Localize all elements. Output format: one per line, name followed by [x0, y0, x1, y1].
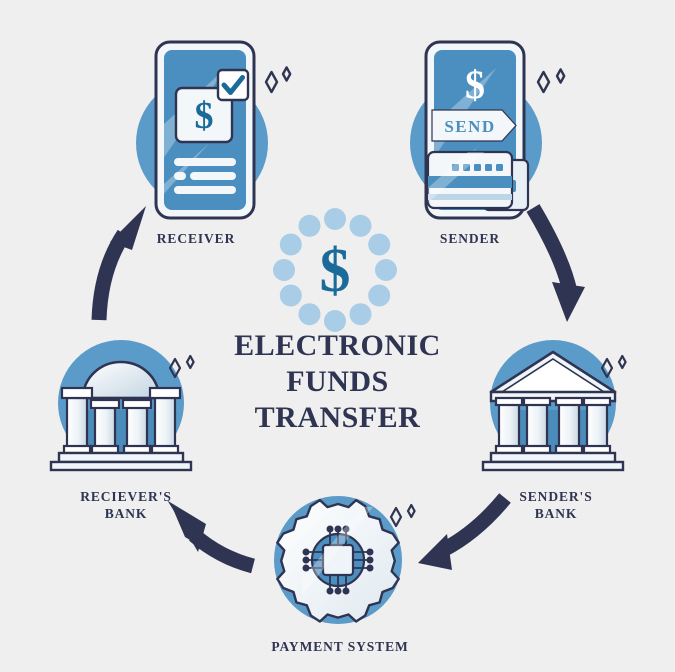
- label-sender: SENDER: [439, 231, 501, 246]
- node-payment-system[interactable]: [258, 495, 418, 635]
- payment-system-sparkle-icon: [389, 503, 416, 528]
- node-senders-bank[interactable]: [470, 340, 645, 485]
- label-senders-bank-line2: BANK: [534, 506, 578, 521]
- label-recievers-bank-line2: BANK: [104, 506, 148, 521]
- node-recievers-bank[interactable]: [38, 340, 213, 485]
- gear-microchip-icon: [276, 498, 400, 623]
- send-button: SEND: [431, 109, 517, 142]
- receiver-dollar-symbol: $: [195, 95, 214, 137]
- label-recievers-bank: RECIEVER'S BANK: [26, 488, 226, 522]
- receiver-text-line-1: [174, 158, 236, 166]
- recievers-bank-sparkle-icon: [168, 354, 195, 379]
- center-dollar-ring: $: [270, 205, 400, 332]
- ring-dots-group: [273, 208, 397, 332]
- receiver-text-line-2a: [174, 172, 186, 180]
- center-dollar-symbol: $: [320, 237, 351, 305]
- sender-dollar-symbol: $: [465, 62, 485, 107]
- receiver-sparkle-icon: [264, 66, 292, 94]
- label-payment-system: PAYMENT SYSTEM: [271, 639, 409, 654]
- title-line-1: ELECTRONIC: [234, 329, 441, 362]
- sender-sparkle-icon: [536, 68, 566, 94]
- receiver-text-line-3: [174, 186, 236, 194]
- receiver-text-line-2b: [190, 172, 236, 180]
- label-senders-bank-line1: SENDER'S: [519, 489, 593, 504]
- title-line-3: TRANSFER: [254, 401, 421, 434]
- bank-dome-icon: [49, 360, 193, 472]
- checkmark-icon: [221, 75, 245, 95]
- bank-pediment-icon: [481, 350, 625, 472]
- label-senders-bank: SENDER'S BANK: [456, 488, 656, 522]
- sender-card-front: [426, 150, 514, 210]
- phone-sender-icon: $ SEND: [424, 40, 530, 220]
- label-receiver: RECEIVER: [156, 231, 236, 246]
- node-receiver[interactable]: $: [120, 28, 305, 233]
- page-title: ELECTRONIC FUNDS TRANSFER: [185, 328, 490, 436]
- send-button-label: SEND: [444, 117, 495, 136]
- phone-receiver-icon: $: [154, 40, 256, 220]
- label-recievers-bank-line1: RECIEVER'S: [80, 489, 172, 504]
- title-line-2: FUNDS: [286, 365, 389, 398]
- node-sender[interactable]: $ SEND: [398, 28, 583, 233]
- senders-bank-sparkle-icon: [600, 354, 627, 379]
